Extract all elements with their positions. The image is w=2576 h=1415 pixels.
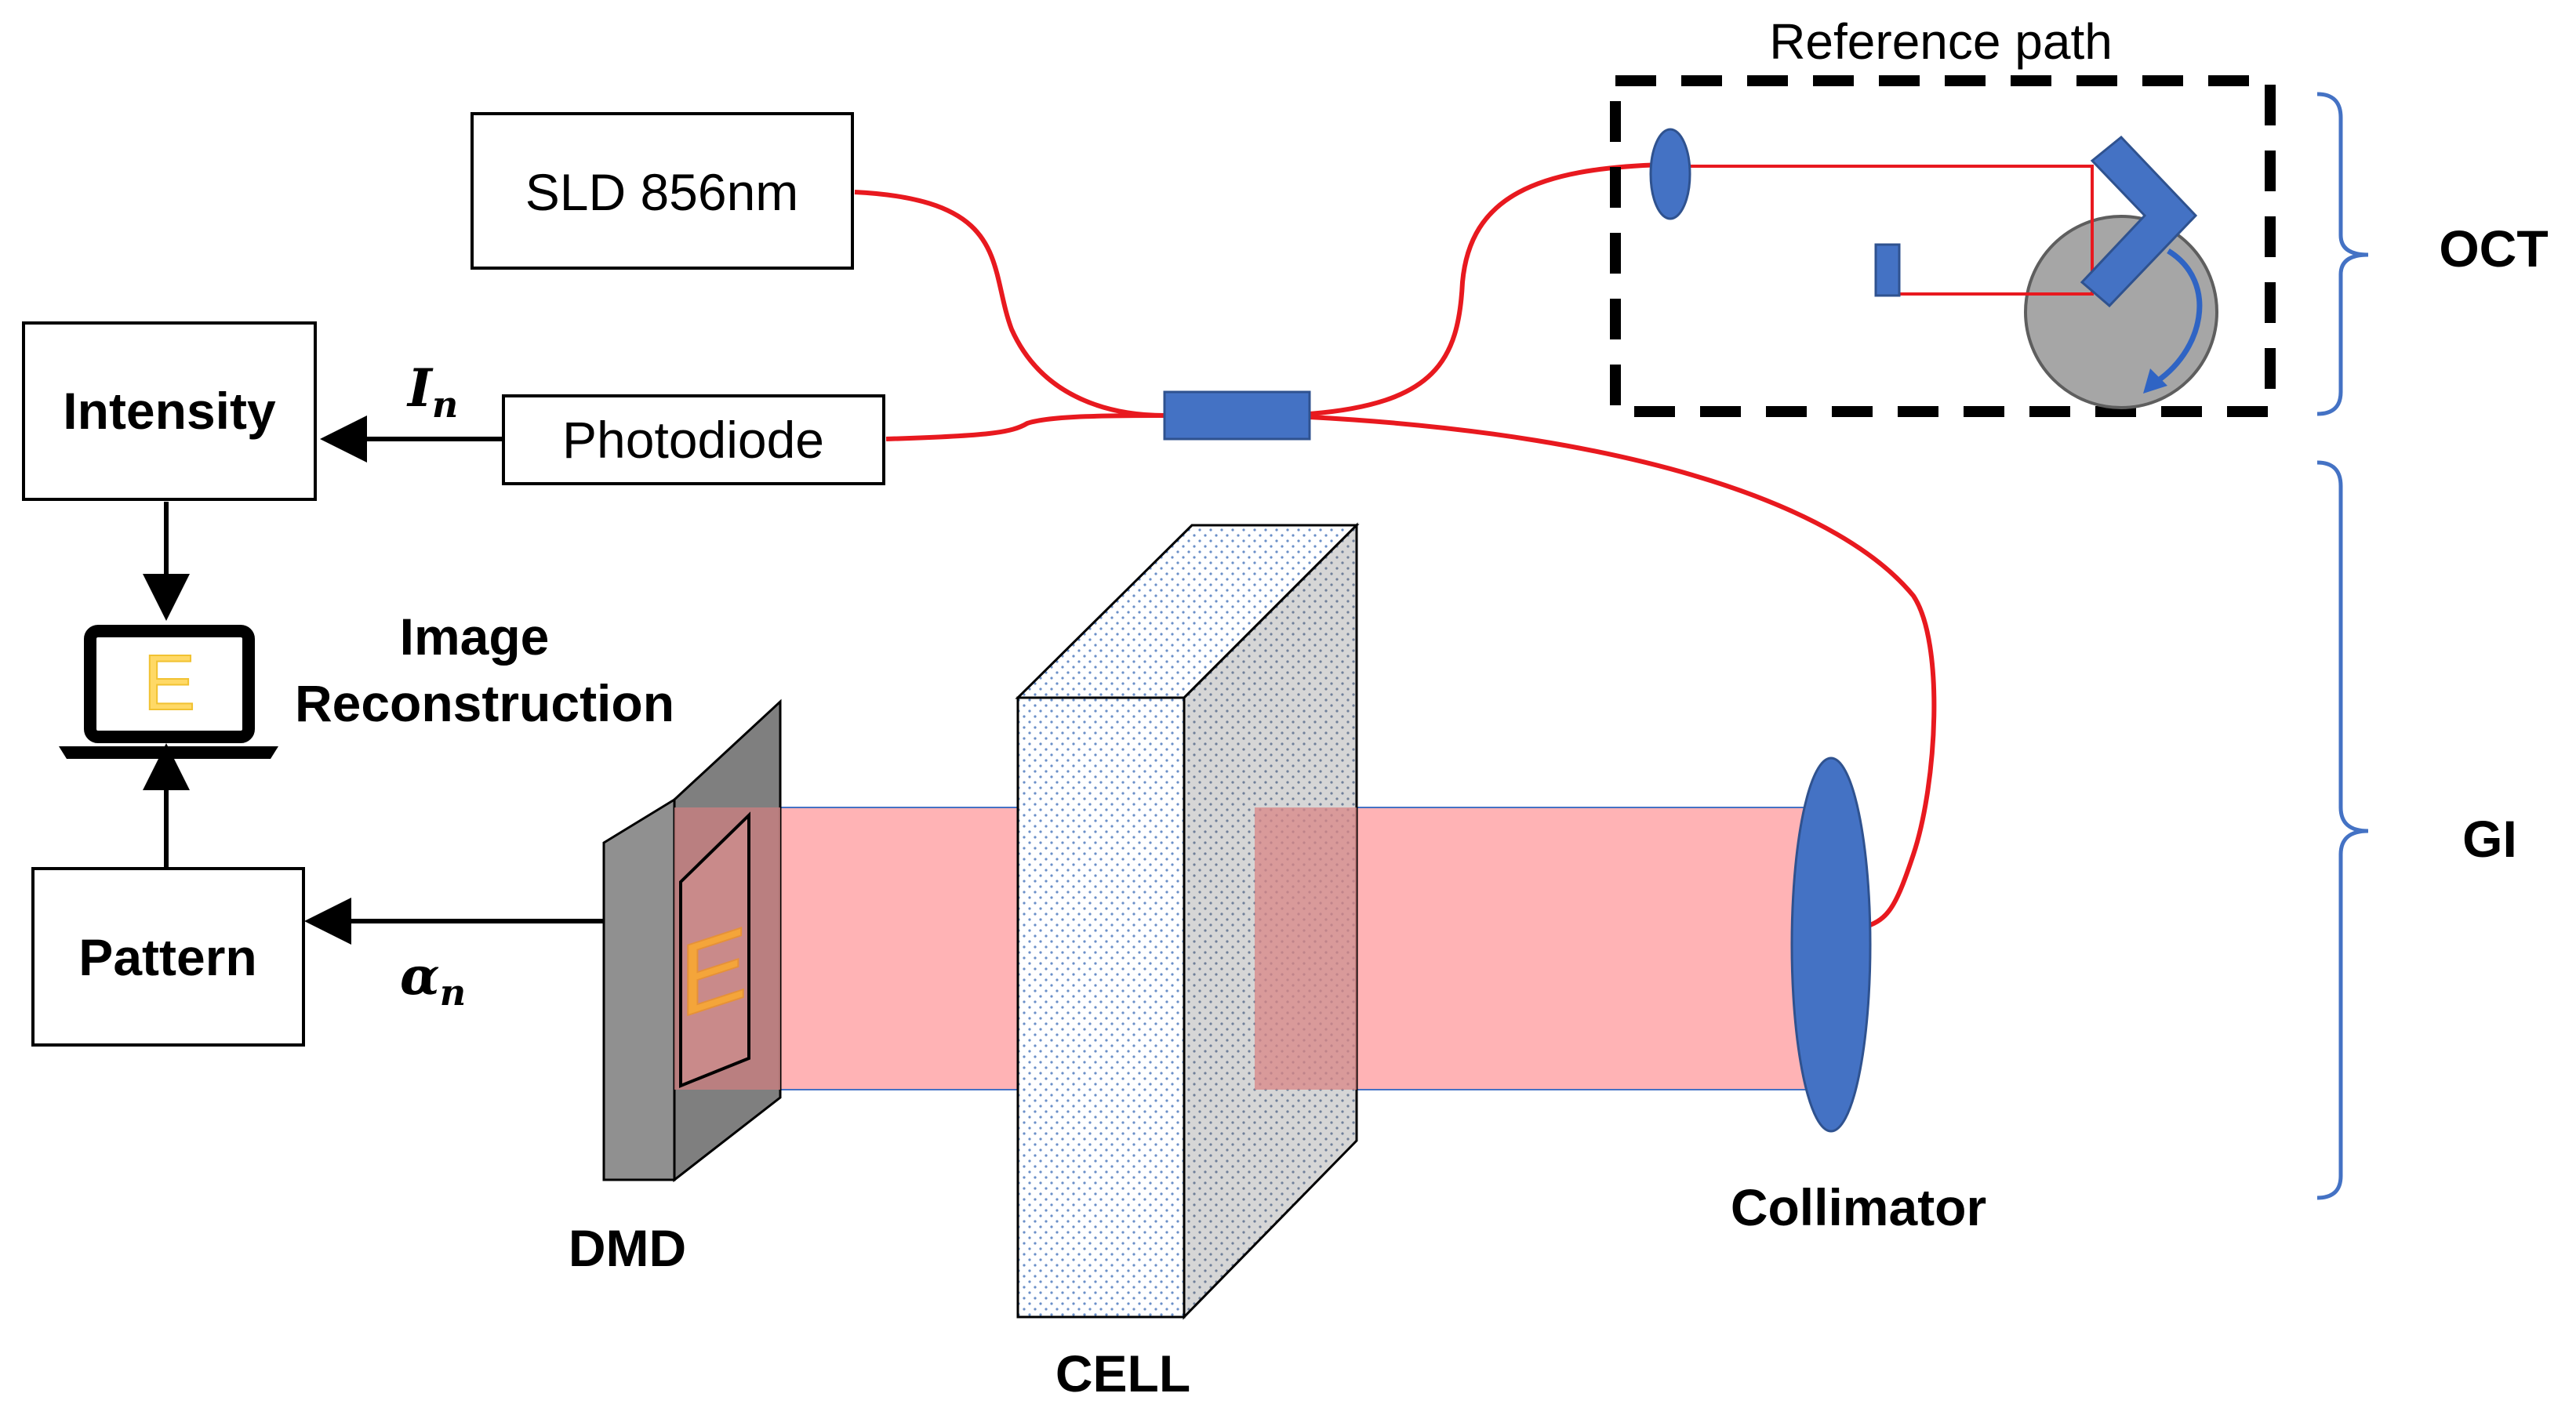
photodiode-label: Photodiode	[562, 411, 824, 469]
pattern-box: Pattern	[31, 867, 305, 1047]
oct-label: OCT	[2439, 220, 2548, 278]
photodiode-box: Photodiode	[502, 394, 885, 485]
reference-path: Reference path	[1610, 13, 2276, 417]
intensity-signal-label: In	[406, 357, 458, 426]
sld-label: SLD 856nm	[525, 163, 799, 221]
pattern-signal-label: αn	[400, 945, 466, 1014]
fiber-photodiode-to-coupler	[885, 413, 1165, 441]
fiber-lines	[854, 162, 1937, 927]
intensity-box: Intensity	[22, 321, 317, 501]
dmd-device: E	[602, 698, 782, 1183]
rotation-arrow-icon	[2151, 249, 2203, 386]
fiber-sld-to-coupler	[854, 190, 1165, 418]
reference-lens	[1649, 128, 1691, 220]
reference-path-label: Reference path	[1769, 13, 2113, 70]
dmd-pattern-glyph: E	[680, 904, 748, 1039]
reference-mirror	[1874, 243, 1901, 297]
rotating-disc	[2024, 215, 2218, 409]
gi-bracket	[2316, 460, 2369, 1200]
sld-box: SLD 856nm	[471, 112, 854, 270]
image-reconstruction-line1: Image	[400, 608, 550, 666]
screen-glyph: E	[144, 639, 196, 727]
reference-beam	[1674, 165, 2094, 296]
rotating-v-mirror	[2080, 135, 2198, 308]
fiber-coupler-to-collimator	[1309, 415, 1937, 927]
image-reconstruction-line2: Reconstruction	[295, 674, 674, 732]
dmd-label: DMD	[569, 1219, 686, 1277]
cell-label: CELL	[1055, 1344, 1190, 1402]
intensity-label: Intensity	[63, 382, 276, 440]
pattern-label: Pattern	[78, 928, 256, 986]
fiber-coupler-to-reference	[1309, 162, 1663, 416]
collimator-lens	[1790, 756, 1872, 1133]
laptop-icon: E	[59, 625, 278, 759]
sample-cell	[1015, 522, 1360, 1320]
reference-path-boundary	[1610, 75, 2276, 417]
arrows	[143, 415, 604, 945]
collimator-label: Collimator	[1731, 1178, 1986, 1236]
gi-label: GI	[2462, 810, 2517, 868]
oct-bracket	[2316, 92, 2369, 416]
fiber-coupler	[1163, 390, 1311, 441]
